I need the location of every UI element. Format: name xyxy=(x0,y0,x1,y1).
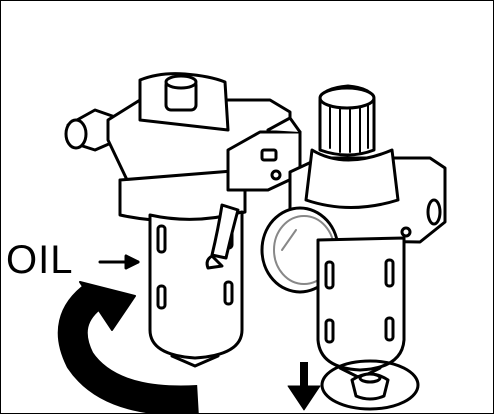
right-arrow-icon xyxy=(98,254,140,270)
curved-arrow-icon xyxy=(57,281,199,414)
regulator-bonnet xyxy=(304,148,400,209)
oil-hose xyxy=(210,203,240,260)
sight-window xyxy=(156,224,167,254)
filter-bowl xyxy=(316,236,406,372)
oil-label: OIL xyxy=(6,238,74,282)
filter-regulator-unit xyxy=(260,84,447,380)
port-fitting xyxy=(426,198,442,226)
lubricator-unit xyxy=(64,72,292,368)
down-arrow-icon xyxy=(287,362,321,411)
drain-circle-icon xyxy=(320,359,420,411)
left-fitting-end xyxy=(64,118,88,150)
